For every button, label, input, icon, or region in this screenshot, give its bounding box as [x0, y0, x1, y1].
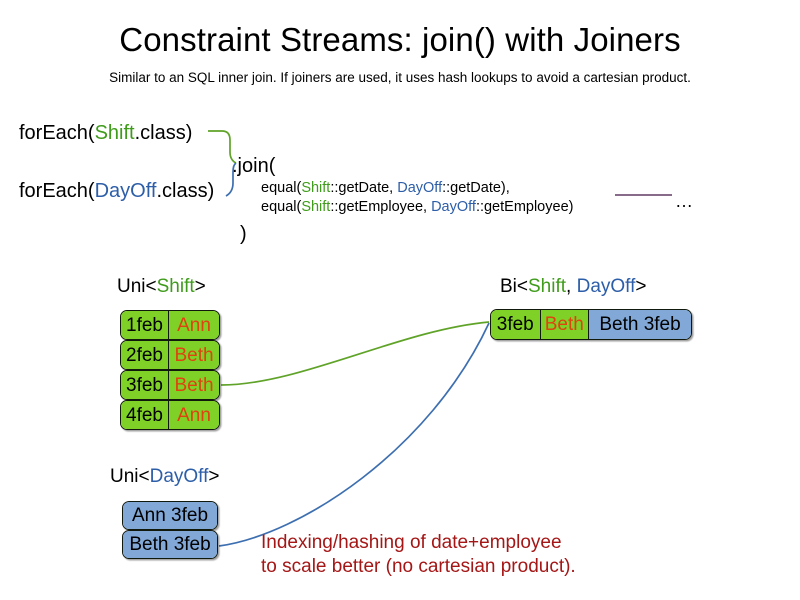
- code-ellipsis: …: [675, 191, 693, 211]
- cell-employee: Ann: [168, 401, 219, 429]
- code-foreach-shift-suffix: .class): [134, 122, 193, 144]
- code-foreach-dayoff-type: DayOff: [94, 180, 157, 202]
- label-uni-dayoff-type: DayOff: [149, 466, 209, 487]
- table-row[interactable]: 3feb Beth Beth 3feb: [490, 309, 692, 340]
- caption-line-1: Indexing/hashing of date+employee: [261, 532, 562, 553]
- label-bi-type-dayoff: DayOff: [576, 276, 636, 297]
- code-join-open: .join(: [232, 155, 276, 177]
- code-join-arg-date-lead: equal(: [261, 180, 302, 196]
- code-join-arg-employee: equal(Shift::getEmployee, DayOff::getEmp…: [261, 198, 573, 217]
- code-foreach-dayoff: forEach(DayOff.class): [19, 179, 214, 203]
- label-uni-shift-suffix: >: [194, 276, 206, 297]
- cell-dayoff: Beth 3feb: [588, 310, 691, 339]
- connector-shift-to-bi: [220, 321, 490, 386]
- caption: Indexing/hashing of date+employee to scal…: [261, 531, 576, 579]
- code-foreach-dayoff-suffix: .class): [156, 180, 215, 202]
- cell-employee: Beth: [168, 371, 219, 399]
- label-uni-dayoff-prefix: Uni<: [110, 466, 150, 487]
- cell-date: 1feb: [121, 311, 169, 339]
- page-subtitle: Similar to an SQL inner join. If joiners…: [109, 70, 691, 85]
- list-item[interactable]: Ann 3feb: [122, 501, 218, 530]
- code-join-arg-date-right-type: DayOff: [397, 180, 443, 196]
- code-join-arg-date-left-rest: ::getDate,: [330, 180, 398, 196]
- code-join-close: ): [240, 223, 247, 245]
- label-uni-dayoff-suffix: >: [208, 466, 220, 487]
- caption-line-2: to scale better (no cartesian product).: [261, 556, 576, 577]
- page-title: Constraint Streams: join() with Joiners: [119, 21, 681, 58]
- cell-dayoff: Ann 3feb: [123, 502, 217, 529]
- cell-date: 2feb: [121, 341, 169, 369]
- cell-employee: Beth: [539, 310, 589, 339]
- label-bi-prefix: Bi<: [500, 276, 528, 297]
- code-foreach-shift-prefix: forEach(: [19, 122, 95, 144]
- label-bi-shift-dayoff: Bi<Shift, DayOff>: [500, 275, 646, 299]
- label-uni-dayoff: Uni<DayOff>: [110, 465, 220, 489]
- code-join-arg-employee-left-type: Shift: [301, 199, 331, 215]
- label-bi-suffix: >: [635, 276, 647, 297]
- table-row[interactable]: 1feb Ann: [120, 310, 220, 340]
- cell-date: 4feb: [121, 401, 169, 429]
- code-foreach-shift: forEach(Shift.class): [19, 121, 192, 145]
- cell-date: 3feb: [491, 310, 540, 339]
- label-uni-shift: Uni<Shift>: [117, 275, 206, 299]
- table-row[interactable]: 3feb Beth: [120, 370, 220, 400]
- code-join-arg-employee-right-type: DayOff: [431, 199, 476, 215]
- label-uni-shift-type: Shift: [156, 276, 195, 297]
- code-join-arg-date: equal(Shift::getDate, DayOff::getDate),: [261, 179, 510, 198]
- code-join-arg-employee-left-rest: ::getEmployee,: [330, 199, 432, 215]
- cell-date: 3feb: [121, 371, 169, 399]
- label-uni-shift-prefix: Uni<: [117, 276, 157, 297]
- code-join-arg-date-left-type: Shift: [301, 180, 331, 196]
- cell-employee: Beth: [168, 341, 219, 369]
- table-row[interactable]: 4feb Ann: [120, 400, 220, 430]
- label-bi-type-shift: Shift: [528, 276, 567, 297]
- code-join-arg-employee-right-rest: ::getEmployee): [475, 199, 574, 215]
- list-item[interactable]: Beth 3feb: [122, 530, 218, 559]
- code-join-arg-date-right-rest: ::getDate),: [442, 180, 510, 196]
- cell-employee: Ann: [168, 311, 219, 339]
- code-join-arg-employee-lead: equal(: [261, 199, 302, 215]
- code-foreach-shift-type: Shift: [94, 122, 135, 144]
- code-foreach-dayoff-prefix: forEach(: [19, 180, 95, 202]
- table-row[interactable]: 2feb Beth: [120, 340, 220, 370]
- connector-dayoff-to-bi: [218, 322, 490, 547]
- cell-dayoff: Beth 3feb: [123, 531, 217, 558]
- label-bi-separator: ,: [566, 276, 577, 297]
